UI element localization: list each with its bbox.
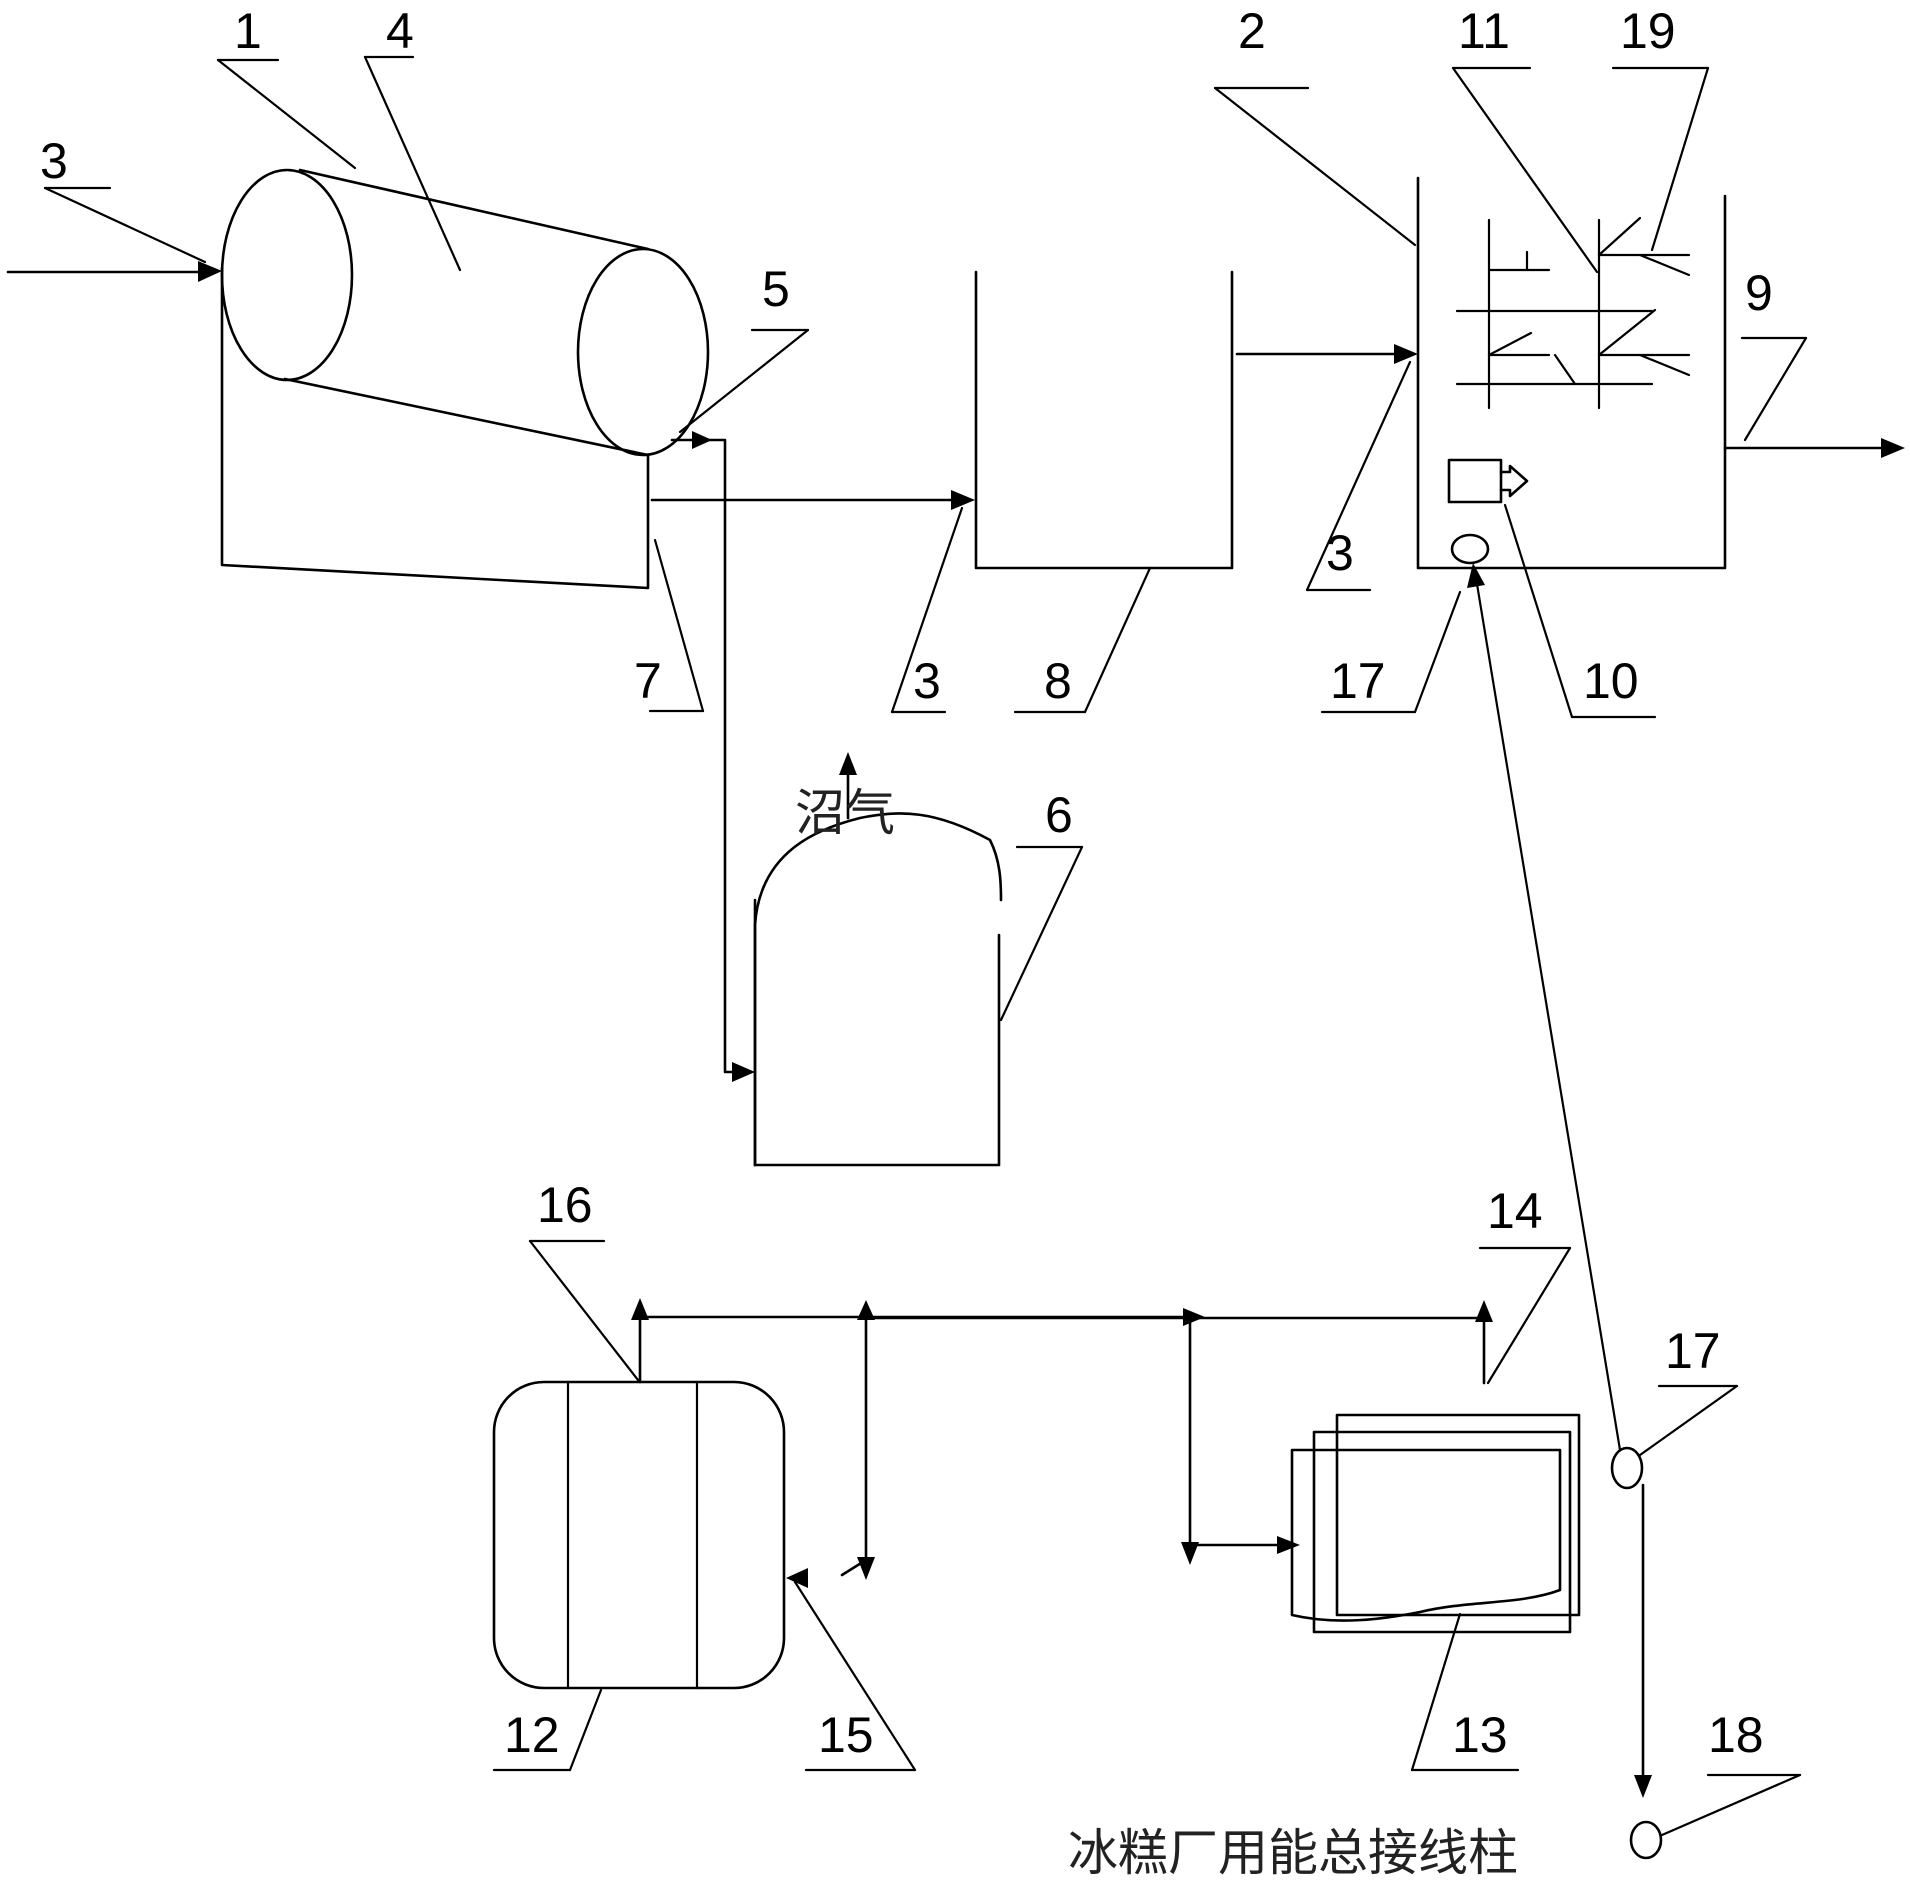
cylinder-front-cap xyxy=(220,168,354,382)
label-17-bottom: 17 xyxy=(1665,1323,1721,1379)
label-8: 8 xyxy=(1044,653,1072,709)
tank-8 xyxy=(974,270,1234,570)
label-9: 9 xyxy=(1745,265,1773,321)
label-19: 19 xyxy=(1620,3,1676,59)
label-18: 18 xyxy=(1708,1707,1764,1763)
inlet-arrow xyxy=(6,261,222,282)
label-10: 10 xyxy=(1583,653,1639,709)
power-cable xyxy=(1467,563,1663,1860)
pump-body xyxy=(1447,458,1503,504)
terminal-18 xyxy=(1629,1820,1663,1860)
digester-base-frame xyxy=(220,266,650,590)
label-3-inlet: 3 xyxy=(40,133,68,189)
label-14: 14 xyxy=(1487,1183,1543,1239)
label-16: 16 xyxy=(537,1177,593,1233)
digestate-pipe xyxy=(650,490,975,510)
pump-arrow-icon xyxy=(1499,464,1529,498)
number-labels: 3 1 4 5 7 3 8 2 11 19 9 3 17 10 6 16 14 … xyxy=(40,3,1773,1763)
pv-panels-13 xyxy=(1290,1413,1581,1634)
label-6: 6 xyxy=(1045,787,1073,843)
pump-node xyxy=(1450,533,1490,565)
cylinder-top-edge xyxy=(298,168,650,251)
reaction-tank xyxy=(1416,176,1727,570)
label-2: 2 xyxy=(1238,3,1266,59)
gas-pipe xyxy=(670,431,755,1082)
label-5: 5 xyxy=(762,261,790,317)
label-7: 7 xyxy=(634,653,662,709)
label-13: 13 xyxy=(1452,1707,1508,1763)
label-1: 1 xyxy=(234,3,262,59)
leader-lines xyxy=(43,55,1808,1837)
label-17-top: 17 xyxy=(1330,653,1386,709)
label-12: 12 xyxy=(504,1707,560,1763)
digester-unit xyxy=(220,168,710,590)
biogas-label: 沼气 xyxy=(795,784,895,842)
cylinder-bottom-edge xyxy=(283,377,650,457)
label-11: 11 xyxy=(1458,3,1510,59)
terminal-label: 冰糕厂用能总接线柱 xyxy=(1068,1824,1518,1882)
wiring xyxy=(631,1298,1493,1588)
biogas-tank xyxy=(753,752,1003,1167)
outlet-arrow xyxy=(1723,438,1905,458)
label-4: 4 xyxy=(386,3,414,59)
node-17 xyxy=(1610,1446,1644,1490)
transfer-pipe xyxy=(1235,344,1418,364)
label-3-middle: 3 xyxy=(913,653,941,709)
label-3-right: 3 xyxy=(1326,525,1354,581)
generator-12 xyxy=(492,1380,786,1690)
label-15: 15 xyxy=(818,1707,874,1763)
